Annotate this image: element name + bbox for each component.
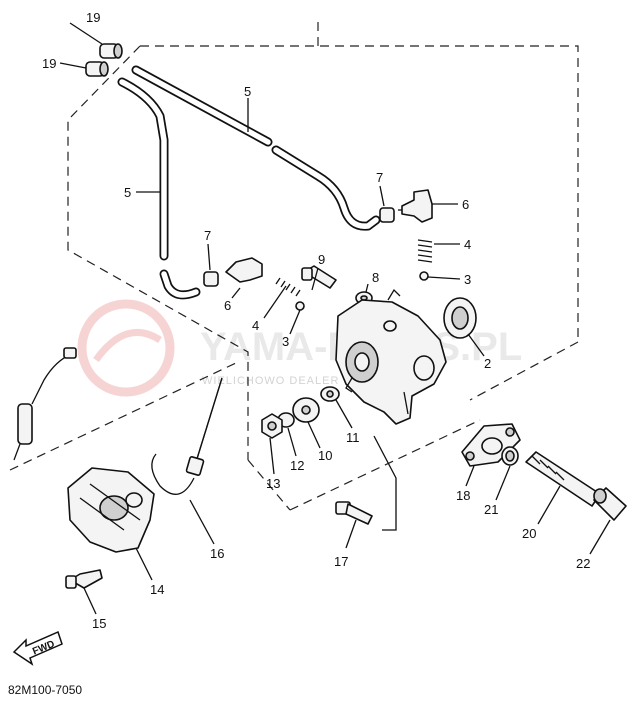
callout-3b: 3	[282, 334, 289, 349]
ball-3-left	[295, 301, 305, 311]
bolt-15	[65, 569, 103, 589]
callout-19b: 19	[42, 56, 56, 71]
callout-6b: 6	[224, 298, 231, 313]
collar-19-lower	[85, 61, 109, 77]
drive-shaft-20	[525, 451, 601, 507]
watermark-logo-icon	[77, 299, 175, 397]
callout-17: 17	[334, 554, 348, 569]
callout-labels: 19 19 5 5 7 6 4 3 7 9 8 6 4 3 2 11 10 12…	[42, 10, 590, 631]
callout-5a: 5	[244, 84, 251, 99]
callout-22: 22	[576, 556, 590, 571]
callout-4a: 4	[464, 237, 471, 252]
callout-19a: 19	[86, 10, 100, 25]
callout-10: 10	[318, 448, 332, 463]
callout-2: 2	[484, 356, 491, 371]
leader-lines	[59, 22, 611, 615]
bolt-17	[335, 501, 373, 525]
callout-7a: 7	[376, 170, 383, 185]
callout-15: 15	[92, 616, 106, 631]
callout-14: 14	[150, 582, 164, 597]
collar-19-upper	[99, 43, 123, 59]
oil-pump-assembly	[335, 288, 447, 425]
assembly-boundary	[9, 22, 579, 511]
bolt-9	[301, 265, 337, 289]
gasket-18	[461, 423, 521, 467]
callout-5b: 5	[124, 185, 131, 200]
hose-5-left	[117, 77, 201, 300]
callout-7b: 7	[204, 228, 211, 243]
callout-13: 13	[266, 476, 280, 491]
oil-seal-2	[443, 297, 477, 339]
cap-22	[593, 487, 627, 521]
watermark-logo-swoosh-icon	[93, 329, 162, 363]
pump-cover-14	[67, 467, 155, 553]
spring-4-left	[275, 277, 301, 297]
clip-7-upper	[379, 207, 395, 223]
fwd-arrow-icon	[12, 630, 63, 666]
cable-16	[151, 377, 223, 495]
fwd-arrow: FWD	[12, 630, 63, 666]
callout-12: 12	[290, 458, 304, 473]
callout-9: 9	[318, 252, 325, 267]
o-ring-21	[501, 446, 519, 466]
callout-16: 16	[210, 546, 224, 561]
clip-7-lower	[203, 271, 219, 287]
callout-3a: 3	[464, 272, 471, 287]
washer-11	[320, 386, 340, 402]
sensor-lead	[13, 347, 77, 461]
union-6-upper	[398, 189, 433, 223]
ball-3-right	[419, 271, 429, 281]
spring-4-right	[417, 239, 433, 263]
gear-10	[292, 397, 320, 423]
union-6-lower	[225, 257, 263, 283]
drawing-code: 82M100-7050	[8, 683, 82, 697]
callout-11: 11	[346, 430, 360, 445]
callout-21: 21	[484, 502, 498, 517]
callout-8: 8	[372, 270, 379, 285]
hose-5-upper	[131, 65, 381, 231]
callout-4b: 4	[252, 318, 259, 333]
callout-6a: 6	[462, 197, 469, 212]
callout-18: 18	[456, 488, 470, 503]
callout-20: 20	[522, 526, 536, 541]
nut-13	[261, 413, 283, 439]
